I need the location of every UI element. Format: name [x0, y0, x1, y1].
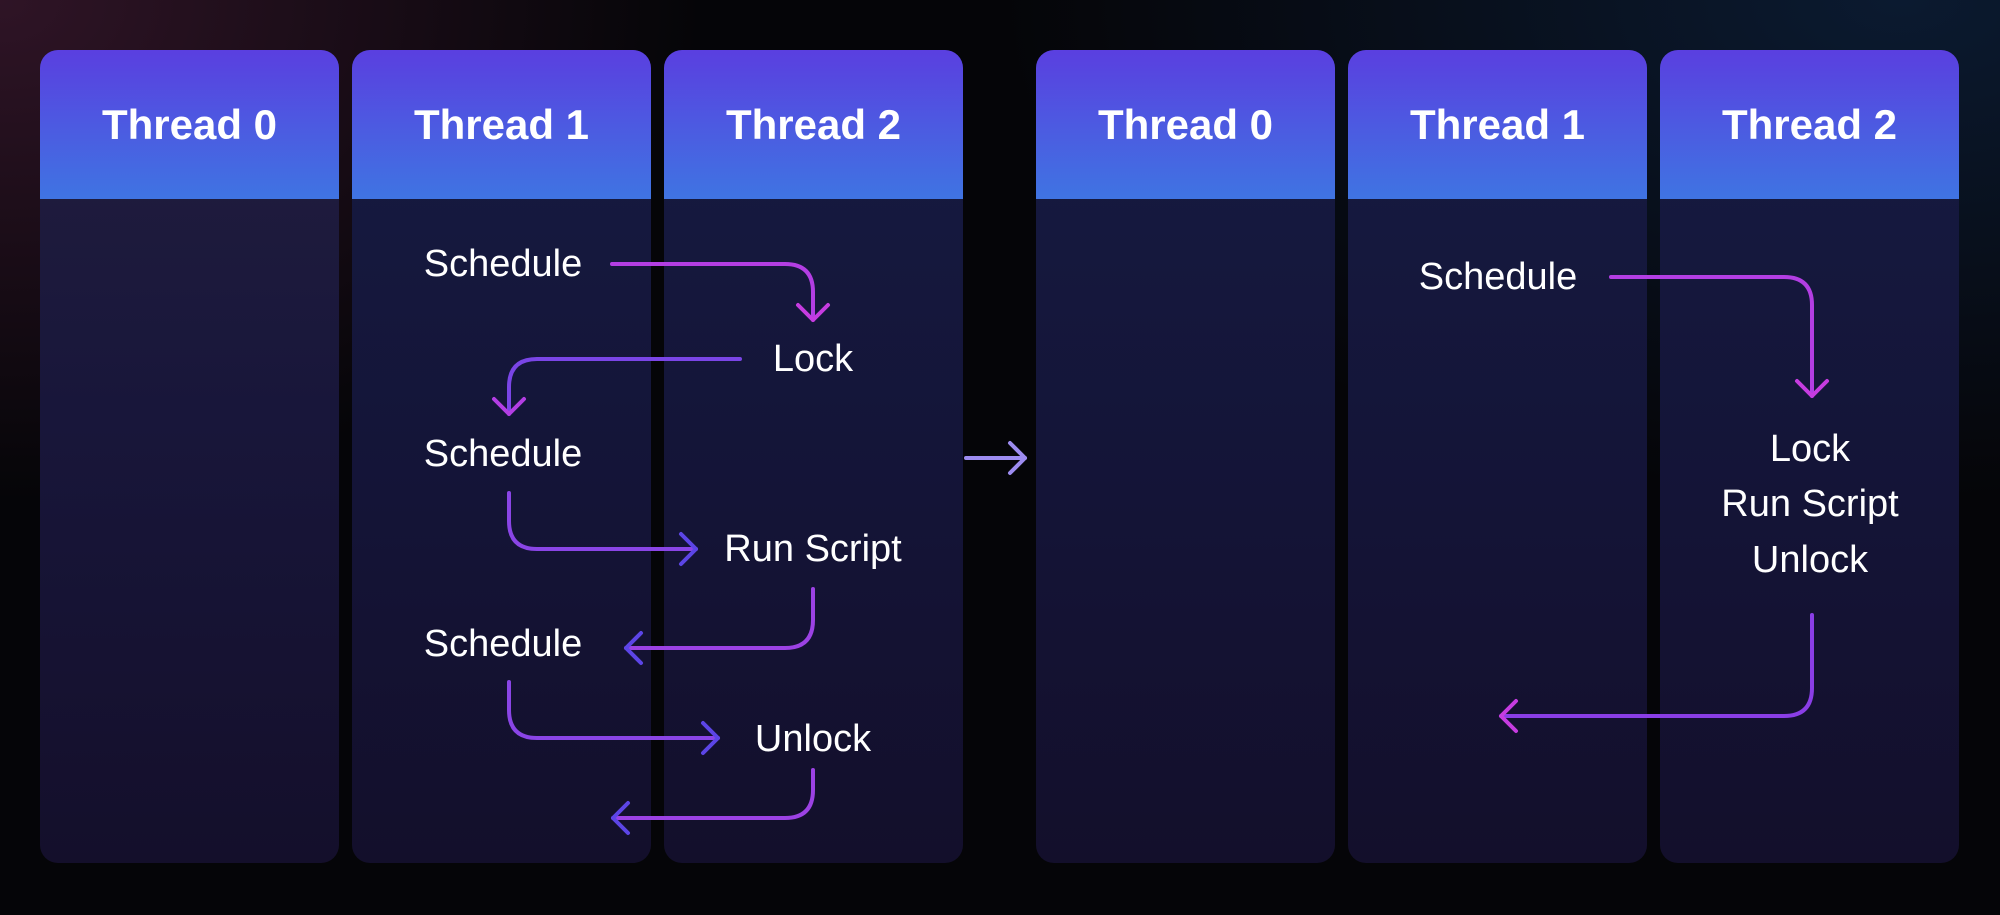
- arrow-schedule-to-lock-block: [1609, 275, 1814, 398]
- arrow-schedule-to-lock: [610, 262, 815, 322]
- arrow-head: [492, 397, 526, 416]
- arrow-head: [611, 801, 630, 835]
- arrow-schedule-to-run-script: [507, 491, 698, 551]
- arrow-head: [796, 303, 830, 322]
- column-header: Thread 2: [664, 50, 963, 199]
- arrow-head: [1008, 441, 1027, 475]
- arrow-head: [701, 721, 720, 755]
- right-column-thread-2: Thread 2: [1660, 50, 1959, 863]
- column-header: Thread 1: [1348, 50, 1647, 199]
- arrow-head: [1499, 699, 1518, 733]
- column-header: Thread 1: [352, 50, 651, 199]
- arrow-head: [1795, 379, 1829, 398]
- step-label-lock: Lock: [1769, 428, 1851, 470]
- column-header: Thread 2: [1660, 50, 1959, 199]
- arrow-run-script-to-schedule: [624, 587, 815, 650]
- column-header: Thread 0: [40, 50, 339, 199]
- step-label-run-script: Run Script: [1721, 483, 1899, 525]
- step-label-unlock: Unlock: [1751, 539, 1869, 581]
- step-label-schedule: Schedule: [423, 433, 583, 475]
- arrow-head: [679, 532, 698, 566]
- column-header: Thread 0: [1036, 50, 1335, 199]
- step-label-schedule: Schedule: [423, 243, 583, 285]
- arrow-lock-to-schedule: [507, 357, 742, 416]
- step-label-schedule: Schedule: [423, 623, 583, 665]
- step-label-unlock: Unlock: [754, 718, 872, 760]
- left-column-thread-0: Thread 0: [40, 50, 339, 863]
- step-label-lock: Lock: [772, 338, 854, 380]
- arrow-unlock-return-block: [1499, 613, 1814, 718]
- left-column-thread-2: Thread 2: [664, 50, 963, 863]
- step-label-schedule: Schedule: [1418, 256, 1578, 298]
- step-label-run-script: Run Script: [724, 528, 902, 570]
- right-column-thread-1: Thread 1: [1348, 50, 1647, 863]
- arrow-head: [624, 631, 643, 665]
- right-column-thread-0: Thread 0: [1036, 50, 1335, 863]
- arrow-unlock-return: [611, 768, 815, 820]
- left-column-thread-1: Thread 1: [352, 50, 651, 863]
- arrow-schedule-to-unlock: [507, 680, 720, 740]
